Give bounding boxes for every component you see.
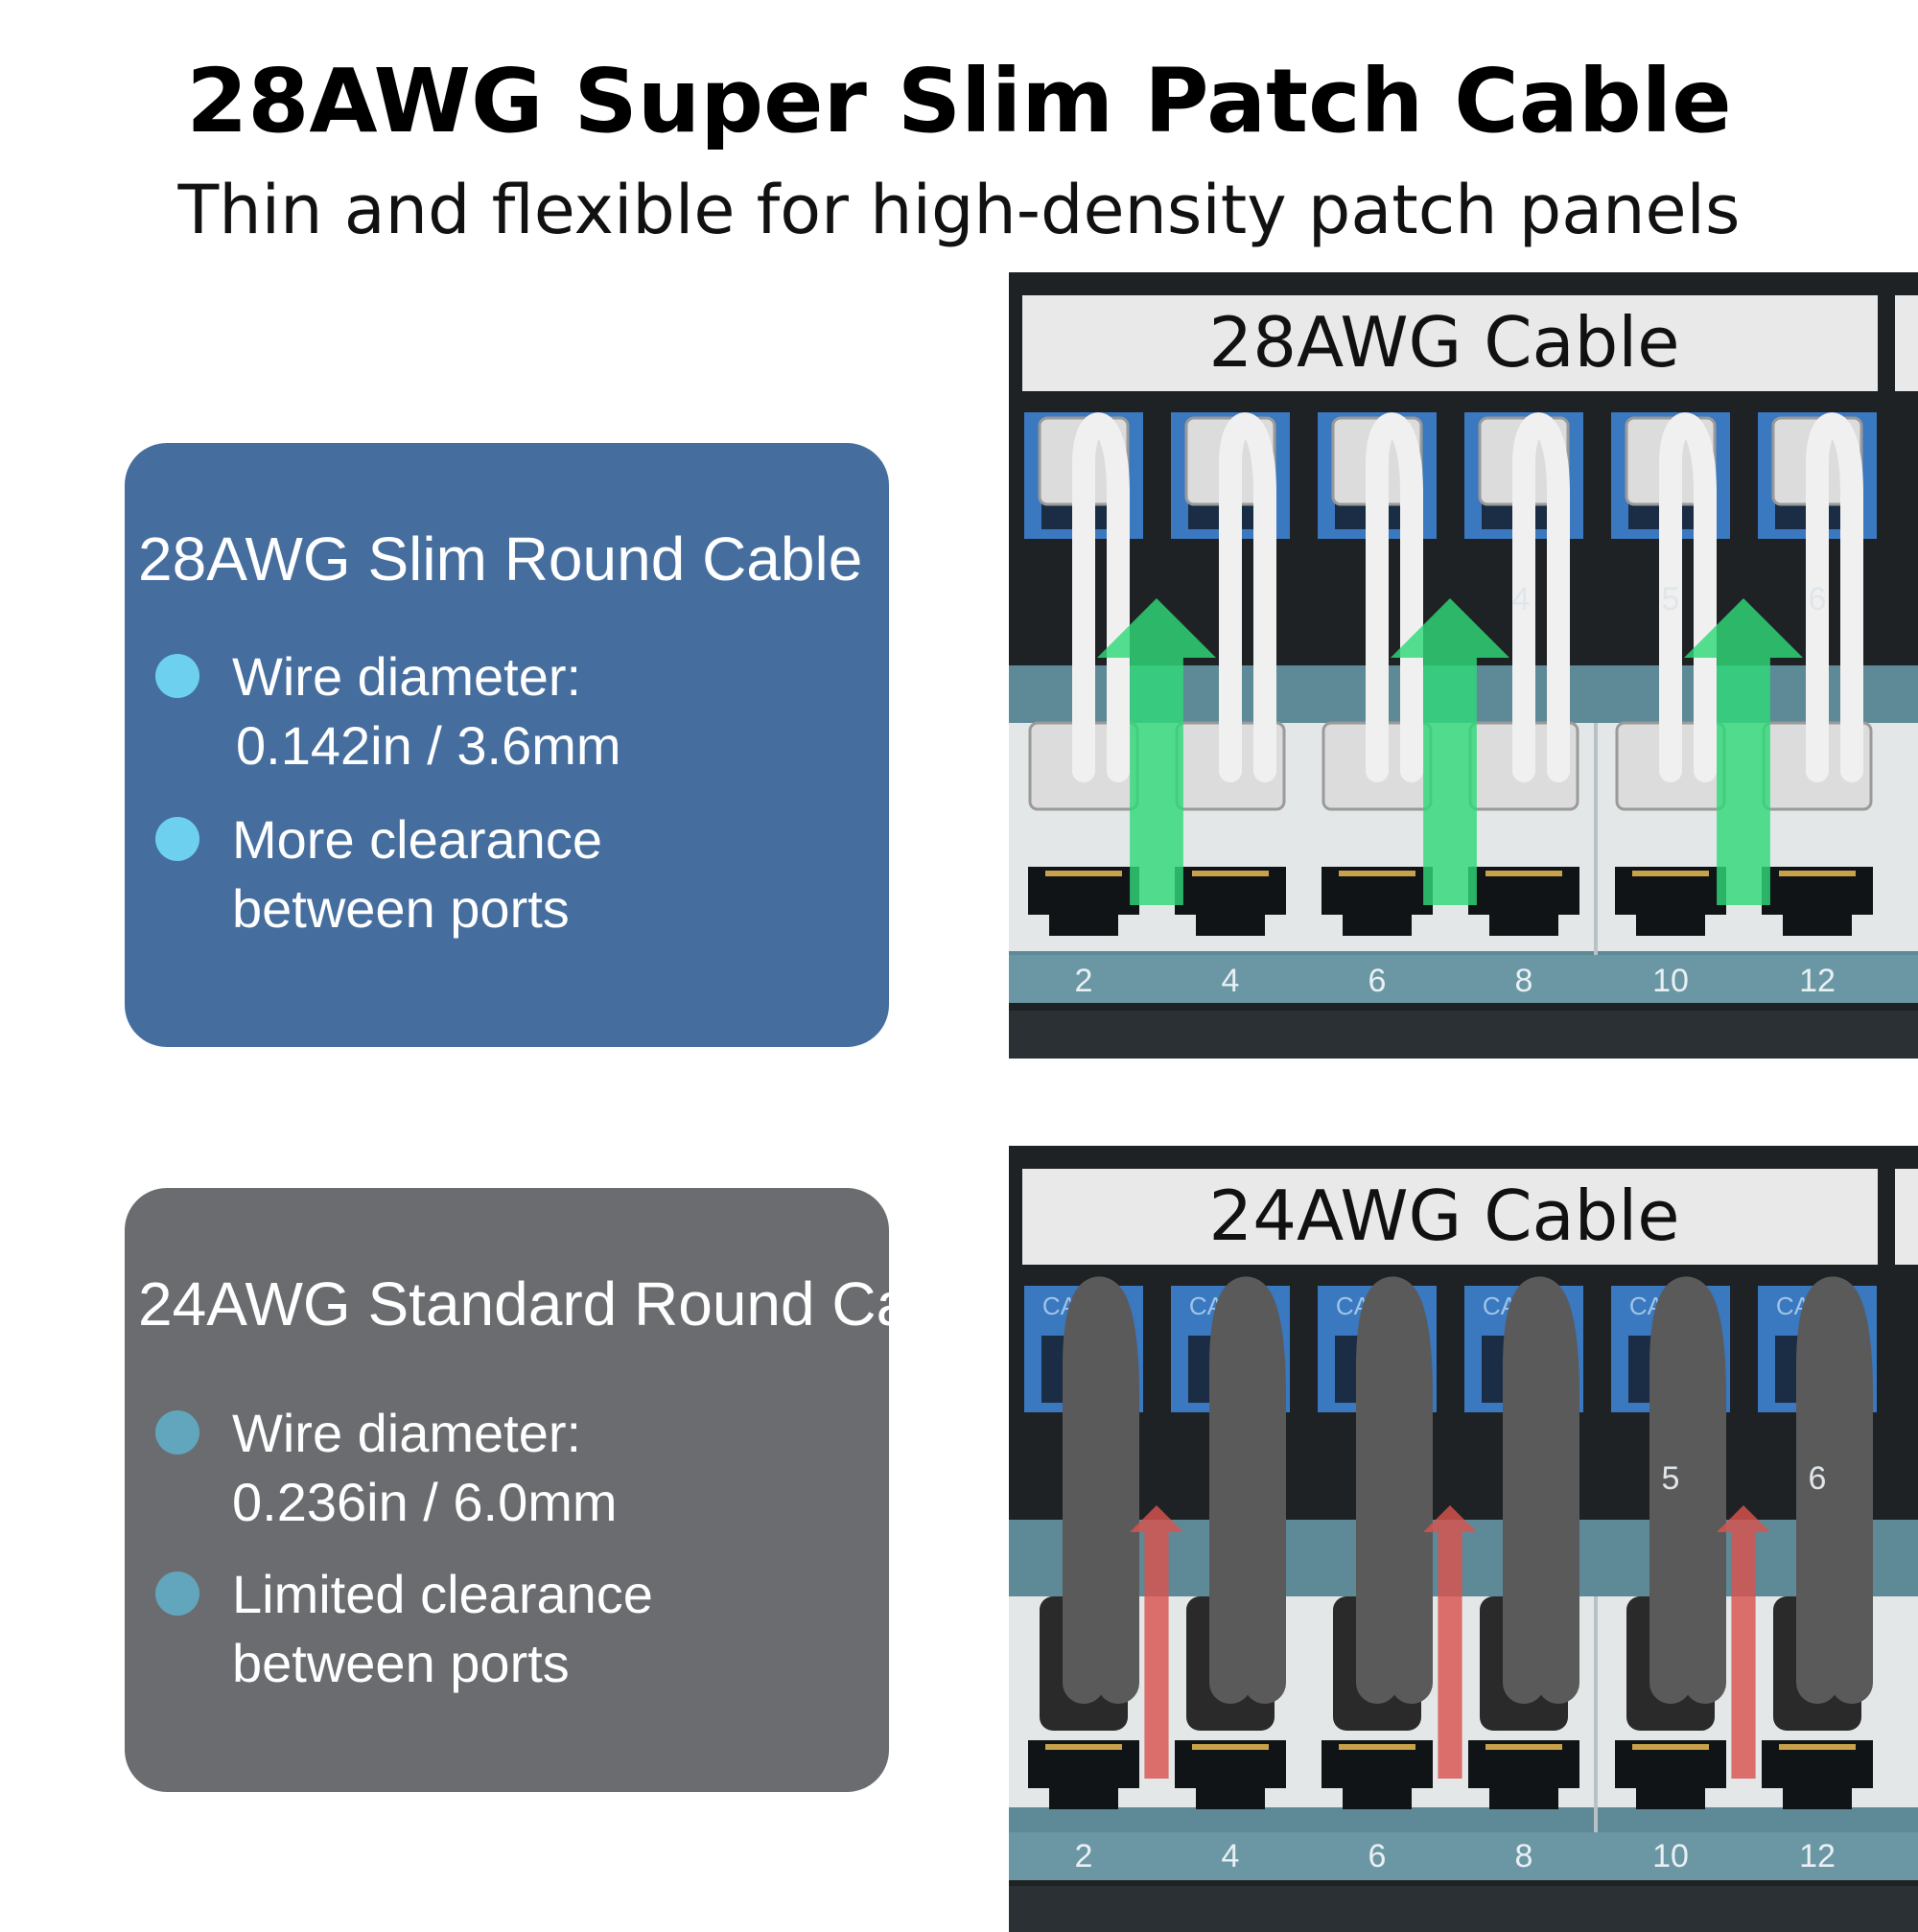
rj45-port	[1762, 1740, 1873, 1809]
jack-number: 5	[1662, 1460, 1680, 1497]
up-arrow-icon	[1717, 1505, 1770, 1779]
slim-panel-svg: 28AWG Cable CAT.6ACAT.6ACAT.6ACAT.6ACAT.…	[1009, 272, 1918, 1059]
patch-cable	[1366, 412, 1423, 782]
jack-number: 4	[1512, 581, 1531, 617]
slim-port-row	[1028, 867, 1873, 936]
patch-cable	[1356, 1276, 1433, 1704]
up-arrow-icon	[1097, 598, 1216, 905]
standard-cables	[1040, 1276, 1873, 1731]
bullet-dot-icon	[155, 1571, 199, 1616]
up-arrow-icon	[1684, 598, 1803, 905]
patch-cable	[1209, 1276, 1286, 1704]
rj45-port	[1028, 1740, 1139, 1809]
patch-cable	[1512, 412, 1570, 782]
slim-clearance-line1: More clearance	[232, 809, 602, 870]
rj45-port	[1615, 1740, 1726, 1809]
standard-diameter-value: 0.236in / 6.0mm	[232, 1472, 618, 1532]
slim-card-heading: 28AWG Slim Round Cable	[138, 524, 863, 594]
standard-diameter-label: Wire diameter:	[232, 1403, 582, 1463]
rj45-port	[1322, 867, 1433, 936]
slim-diameter-label: Wire diameter:	[232, 646, 582, 707]
rj45-port	[1175, 1740, 1286, 1809]
bullet-dot-icon	[155, 1410, 199, 1455]
page-subtitle: Thin and flexible for high-density patch…	[177, 171, 1741, 249]
slim-cable-card: 28AWG Slim Round Cable Wire diameter: 0.…	[125, 443, 889, 1047]
patch-cable	[1806, 412, 1863, 782]
patch-cable	[1063, 1276, 1139, 1704]
port-pins	[1192, 1744, 1269, 1750]
rj45-port	[1468, 1740, 1579, 1809]
port-pins	[1045, 1744, 1122, 1750]
rj45-port	[1615, 867, 1726, 936]
port-pins	[1779, 871, 1856, 876]
patch-cable	[1503, 1276, 1579, 1704]
rj45-port	[1175, 867, 1286, 936]
standard-cable-card: 24AWG Standard Round Cable Wire diameter…	[125, 1188, 993, 1792]
port-number: 2	[1075, 963, 1093, 999]
up-arrow-icon	[1130, 1505, 1183, 1779]
page-title: 28AWG Super Slim Patch Cable	[186, 50, 1732, 152]
port-number: 12	[1799, 963, 1836, 999]
slim-diameter-value: 0.142in / 3.6mm	[236, 715, 621, 776]
port-pins	[1339, 871, 1415, 876]
port-number: 4	[1222, 963, 1240, 999]
jack-number: 6	[1809, 1460, 1827, 1497]
jack-number: 5	[1662, 581, 1680, 617]
slim-clearance-line2: between ports	[232, 878, 570, 939]
port-pins	[1632, 1744, 1709, 1750]
port-number: 6	[1368, 1838, 1387, 1874]
port-number: 6	[1368, 963, 1387, 999]
standard-port-numbers: 2 4 6 8 10 12	[1075, 1838, 1836, 1874]
patch-cable	[1219, 412, 1276, 782]
standard-clearance-arrows	[1130, 1505, 1770, 1779]
port-pins	[1192, 871, 1269, 876]
port-number: 10	[1652, 963, 1689, 999]
port-pins	[1632, 871, 1709, 876]
rj45-port	[1322, 1740, 1433, 1809]
port-pins	[1485, 871, 1562, 876]
port-pins	[1339, 1744, 1415, 1750]
port-number: 10	[1652, 1838, 1689, 1874]
slim-cable-panel-illustration: 28AWG Cable CAT.6ACAT.6ACAT.6ACAT.6ACAT.…	[1009, 272, 1918, 1059]
bullet-dot-icon	[155, 817, 199, 861]
up-arrow-icon	[1391, 598, 1509, 905]
port-pins	[1045, 871, 1122, 876]
standard-card-heading: 24AWG Standard Round Cable	[138, 1269, 993, 1338]
standard-port-row	[1028, 1740, 1873, 1809]
standard-clearance-line2: between ports	[232, 1633, 570, 1693]
rj45-port	[1028, 867, 1139, 936]
port-number: 4	[1222, 1838, 1240, 1874]
port-pins	[1485, 1744, 1562, 1750]
standard-clearance-line1: Limited clearance	[232, 1564, 653, 1624]
rj45-port	[1762, 867, 1873, 936]
slim-clearance-arrows	[1097, 598, 1803, 905]
standard-panel-label: 24AWG Cable	[1208, 1175, 1679, 1256]
port-number: 8	[1515, 963, 1533, 999]
bullet-dot-icon	[155, 654, 199, 698]
slim-port-numbers: 2 4 6 8 10 12	[1075, 963, 1836, 999]
up-arrow-icon	[1423, 1505, 1477, 1779]
rj45-port	[1468, 867, 1579, 936]
port-number: 12	[1799, 1838, 1836, 1874]
slim-panel-label: 28AWG Cable	[1208, 302, 1679, 383]
slim-cables	[1028, 412, 1873, 811]
patch-cable	[1649, 1276, 1726, 1704]
port-number: 8	[1515, 1838, 1533, 1874]
patch-cable	[1659, 412, 1717, 782]
jack-number: 6	[1809, 581, 1827, 617]
patch-cable	[1072, 412, 1130, 782]
port-pins	[1779, 1744, 1856, 1750]
patch-cable	[1796, 1276, 1873, 1704]
port-number: 2	[1075, 1838, 1093, 1874]
